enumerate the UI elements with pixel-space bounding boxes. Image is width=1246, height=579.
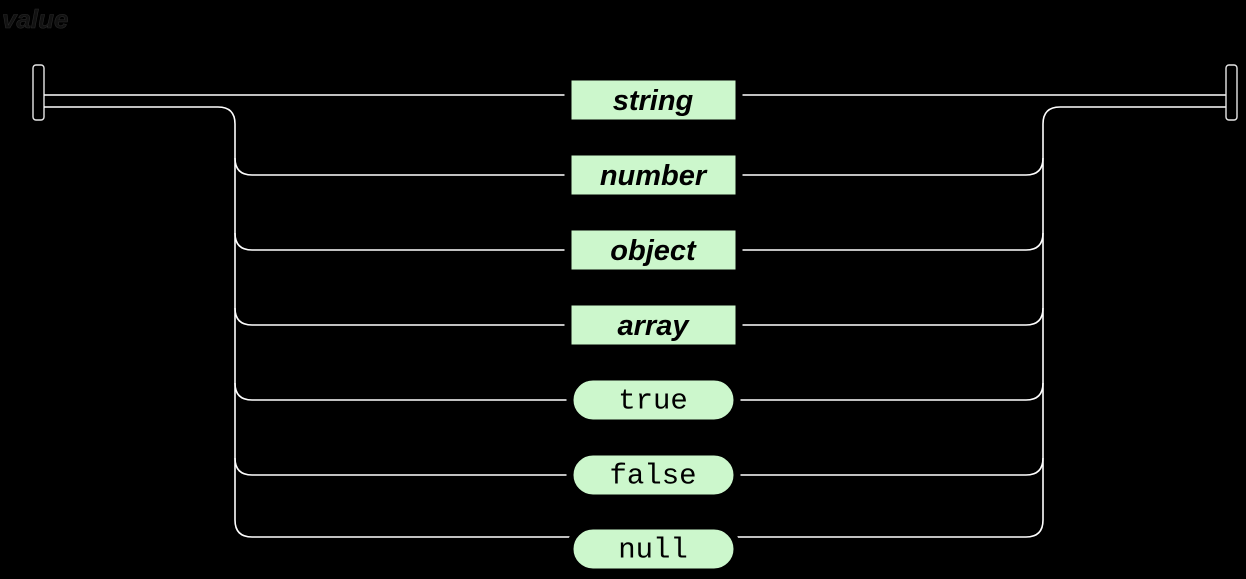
rail-entry-split-down [44,106,253,538]
entry-terminal-bar [32,64,45,121]
rail-branch-in-true [234,382,572,401]
rail-branch-out-object [742,232,1044,251]
node-string-label: string [613,85,694,117]
rail-branch-in-number [234,157,565,176]
rail-branch-out-array [742,307,1044,326]
rail-branch-in-array [234,307,565,326]
node-number-label: number [600,160,708,192]
node-true-pill[interactable] [566,373,741,427]
node-number[interactable]: number [564,148,743,202]
rail-branch-out-true [735,382,1044,401]
node-null-label: null [618,534,688,567]
node-null[interactable]: null [566,522,741,576]
node-null-pill[interactable] [566,522,741,576]
connector-rails [32,64,1238,538]
rail-merge-up-to-exit [1025,106,1226,538]
node-object[interactable]: object [564,223,743,277]
node-false[interactable]: false [566,448,741,502]
node-array-label: array [618,310,691,342]
node-false-pill[interactable] [566,448,741,502]
diagram-title: value [2,4,69,34]
rail-branch-in-false [234,457,572,476]
node-array[interactable]: array [564,298,743,352]
node-false-label: false [609,460,696,493]
node-object-box[interactable] [564,223,743,277]
node-array-box[interactable] [564,298,743,352]
exit-terminal-bar [1225,64,1238,121]
rail-branch-out-number [742,157,1044,176]
node-number-box[interactable] [564,148,743,202]
node-true-label: true [618,385,688,418]
node-true[interactable]: true [566,373,741,427]
node-object-label: object [610,235,697,267]
rail-branch-in-object [234,232,565,251]
node-string[interactable]: string [564,73,743,127]
rail-branch-out-false [735,457,1044,476]
node-string-box[interactable] [564,73,743,127]
